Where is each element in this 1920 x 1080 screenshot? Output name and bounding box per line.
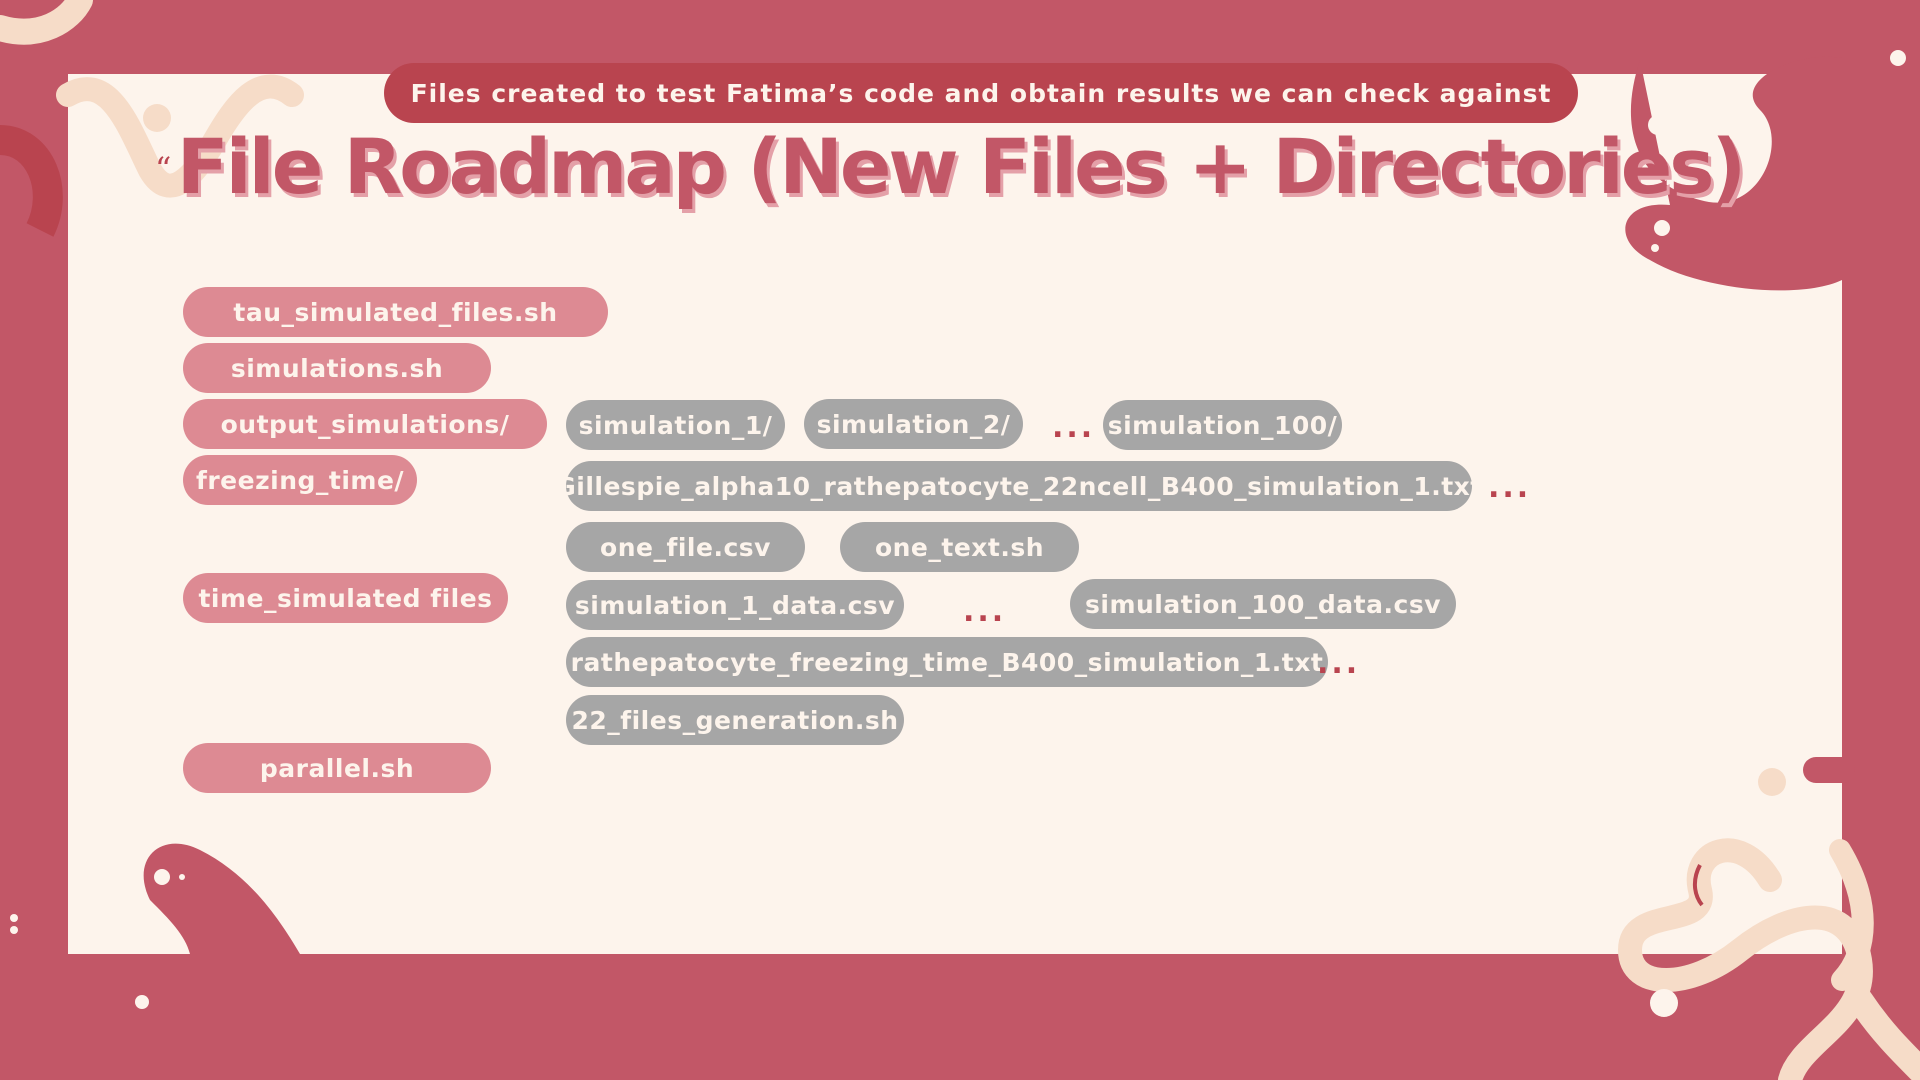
page-title: File Roadmap (New Files + Directories) — [176, 122, 1747, 211]
file-simulations: simulations.sh — [183, 343, 491, 393]
dir-output-simulations: output_simulations/ — [183, 399, 547, 449]
dir-simulation-1: simulation_1/ — [566, 400, 785, 450]
file-tau-simulated-files: tau_simulated_files.sh — [183, 287, 608, 337]
svg-text:“: “ — [155, 150, 171, 188]
dir-simulation-100: simulation_100/ — [1103, 400, 1342, 450]
ellipsis-gillespie-files: ... — [1488, 470, 1532, 505]
file-one-file-csv: one_file.csv — [566, 522, 805, 572]
file-simulation-100-data: simulation_100_data.csv — [1070, 579, 1456, 629]
file-one-text-sh: one_text.sh — [840, 522, 1079, 572]
dir-simulation-2: simulation_2/ — [804, 399, 1023, 449]
file-parallel: parallel.sh — [183, 743, 491, 793]
file-gillespie-simulation-1: Gillespie_alpha10_rathepatocyte_22ncell_… — [555, 461, 1482, 511]
dir-time-simulated-files: time_simulated files — [183, 573, 508, 623]
ellipsis-freezing-files: ... — [1317, 646, 1361, 681]
dir-freezing-time: freezing_time/ — [183, 455, 417, 505]
ellipsis-data-files: ... — [963, 594, 1007, 629]
file-rathepatocyte-freezing-time: rathepatocyte_freezing_time_B400_simulat… — [566, 637, 1328, 687]
content-card — [68, 74, 1842, 954]
subtitle-banner: Files created to test Fatima’s code and … — [384, 63, 1578, 123]
file-22-files-generation: 22_files_generation.sh — [566, 695, 904, 745]
ellipsis-simulation-dirs: ... — [1052, 410, 1096, 445]
file-simulation-1-data: simulation_1_data.csv — [566, 580, 904, 630]
